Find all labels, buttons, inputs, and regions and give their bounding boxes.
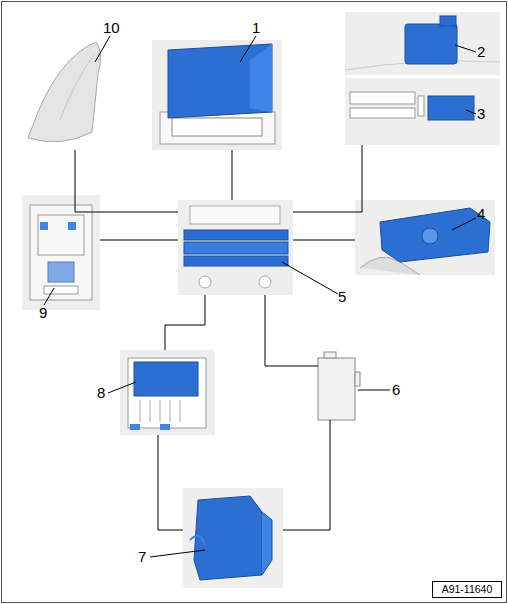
slot [418,96,424,116]
callout-number: 2 [477,44,485,60]
leader-line [95,36,110,62]
vent [190,206,280,224]
module-body [405,24,457,64]
leader-line [44,288,54,305]
callout-number: 8 [97,385,105,401]
display-node: 1 [152,40,282,150]
callout-number: 4 [477,206,485,222]
small-module-node: 6 [318,358,355,420]
module-body [184,256,288,266]
rear-module-illustration [150,488,283,588]
wire [190,536,205,545]
leader-line [455,45,476,52]
connector-line [100,240,178,241]
connector-line [283,420,330,530]
panel-background [152,40,282,150]
roof-antenna-illustration [28,36,110,142]
module-body [184,242,288,254]
display-slot [172,118,262,136]
console-module-illustration [355,200,495,275]
module-node: 2 [345,12,500,75]
blue-part [160,424,170,430]
callout-number: 5 [338,289,346,305]
leader-line [466,110,476,114]
rear-module-node: 7 [183,488,283,588]
panel-background [355,200,495,275]
module-body [134,362,198,396]
blue-part [40,222,48,230]
callout-number: 6 [392,382,400,398]
antenna-node: 10 [20,40,120,150]
figure-number: A91-11640 [432,581,502,598]
callout-number: 1 [252,20,260,36]
callout-number: 7 [138,549,146,565]
leader-line [452,218,476,230]
leader-line [150,550,205,557]
module-body [380,208,490,262]
module-body [184,230,288,240]
housing [30,205,92,300]
connector-line [293,145,362,212]
leader-line [240,36,256,62]
roof-module-node: 9 [22,195,100,310]
leader-line [108,382,136,393]
knob [199,276,211,288]
module-illustration [345,12,500,75]
panel-background [183,488,283,588]
module-body [428,96,474,120]
display-side [250,44,272,112]
connector-line [75,150,178,212]
panel-background [178,200,293,295]
callout-number: 9 [39,305,47,321]
control-unit-node: 5 [178,200,293,295]
antenna-fin [28,42,101,142]
connector-line [165,295,205,350]
leader-line [282,262,338,294]
module-body [194,496,262,580]
panel-background [345,12,500,75]
bracket [128,358,206,428]
control-unit-illustration [178,200,338,295]
blue-part [48,262,74,282]
callout-number: 10 [103,20,120,36]
antenna-edge [60,55,94,120]
module-detail [422,228,438,244]
module-tab [440,16,456,26]
connector-line [232,150,233,200]
amplifier-illustration [108,350,215,435]
radio-module-node: 3 [345,78,500,145]
connector-line [265,295,318,366]
panel-background [345,78,500,145]
module-side [262,512,272,575]
module-tab [355,372,360,386]
blue-part [130,424,140,430]
display-screen [168,44,272,118]
slot [350,108,415,118]
connector-grid [140,400,180,422]
amplifier-node: 8 [120,350,215,435]
panel-background [120,350,215,435]
housing-detail [38,215,84,255]
blue-part [68,222,76,230]
radio-slot-illustration [345,78,500,145]
callout-number: 3 [477,106,485,122]
module-body [318,358,355,420]
leader-line [358,390,390,391]
display-illustration [152,36,282,150]
slot [350,92,415,104]
console-module-node: 4 [355,200,495,275]
module-tab [324,352,336,358]
small-module-illustration [318,352,390,420]
connector-line [293,240,355,241]
housing-detail [44,286,78,294]
knob [259,276,271,288]
connector-line [158,435,183,530]
